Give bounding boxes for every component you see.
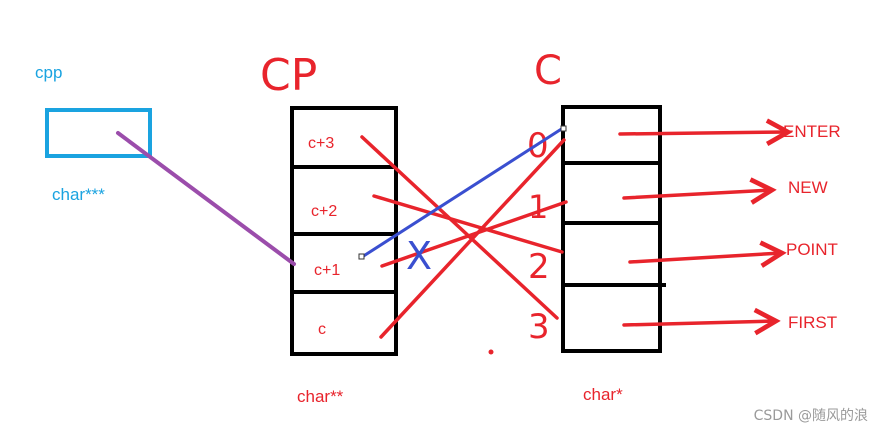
c-arrow-1 — [622, 190, 772, 198]
c-label: C — [534, 48, 562, 94]
c-index-1: 1 — [528, 188, 548, 226]
cpp-box — [45, 108, 152, 158]
string-label-new: NEW — [788, 178, 828, 197]
cp-cell-3: c — [318, 321, 326, 338]
cp-pointer-c1-new — [360, 126, 565, 259]
cp-pointer-c1-old — [380, 200, 568, 268]
cp-cell-0: c+3 — [308, 135, 334, 152]
string-label-first: FIRST — [788, 313, 837, 332]
cp-array — [290, 106, 398, 356]
blue-pointer-start — [358, 253, 365, 260]
c-arrow-0 — [618, 132, 788, 134]
cpp-label: cpp — [35, 63, 62, 82]
c-index-3: 3 — [528, 307, 550, 347]
c-type-label: char* — [583, 385, 623, 404]
cp-type-label: char** — [297, 387, 344, 406]
cp-cell-2: c+1 — [314, 262, 340, 279]
c-array — [561, 105, 666, 353]
stray-dot — [488, 349, 494, 355]
cp-cell-1: c+2 — [311, 203, 337, 220]
string-label-enter: ENTER — [783, 122, 841, 141]
cp-pointer-c3 — [360, 135, 559, 320]
watermark-text: CSDN @随风的浪 — [753, 408, 868, 424]
cross-mark: X — [406, 234, 432, 278]
c-index-0: 0 — [527, 126, 549, 166]
blue-pointer-end — [560, 125, 567, 132]
c-arrow-3 — [622, 321, 776, 325]
string-label-point: POINT — [786, 240, 838, 259]
cp-pointer-c — [379, 138, 566, 339]
cpp-type-label: char*** — [52, 185, 105, 204]
cp-pointer-c2 — [372, 194, 564, 254]
c-index-2: 2 — [528, 247, 550, 287]
c-array-frame — [561, 105, 662, 353]
cp-array-frame — [290, 106, 398, 356]
c-arrow-2 — [628, 253, 782, 262]
cpp-pointer-line — [116, 131, 296, 266]
cp-label: CP — [260, 50, 317, 101]
